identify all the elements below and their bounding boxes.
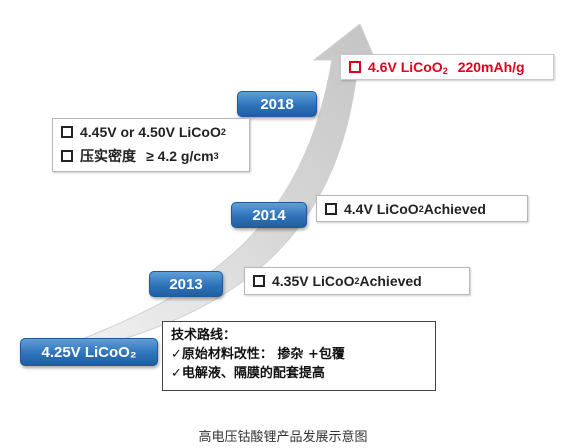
milestone-2018: 2018: [237, 91, 317, 117]
milestone-2013: 2013: [149, 271, 223, 297]
milestone-base-label: 4.25V LiCoO₂: [41, 343, 137, 361]
milestone-base: 4.25V LiCoO₂: [20, 338, 158, 366]
target-text: 4.6V LiCoO2: [368, 58, 448, 76]
milestone-2013-label: 2013: [169, 275, 203, 293]
target-capacity: 220mAh/g: [457, 59, 525, 75]
tech-route-item: ✓原始材料改性： 掺杂 +包覆: [171, 347, 345, 362]
milestone-2014: 2014: [231, 202, 307, 228]
milestone-2014-label: 2014: [252, 206, 286, 224]
bullet-icon: [61, 126, 73, 138]
tech-route-title: 技术路线：: [171, 328, 237, 343]
caption: 高电压钴酸锂产品发展示意图: [198, 430, 368, 445]
milestone-2018-label: 2018: [260, 95, 294, 113]
tech-route-item: ✓电解液、隔膜的配套提高: [171, 366, 325, 381]
arrow-body: [59, 23, 377, 357]
target-bullet-icon: [349, 61, 361, 73]
tech-route-box: 技术路线： ✓原始材料改性： 掺杂 +包覆 ✓电解液、隔膜的配套提高: [162, 321, 436, 391]
bullet-icon: [253, 275, 265, 287]
bullet-icon: [325, 202, 337, 215]
target-box: 4.6V LiCoO2 220mAh/g: [340, 54, 554, 80]
bullet-icon: [61, 150, 73, 162]
